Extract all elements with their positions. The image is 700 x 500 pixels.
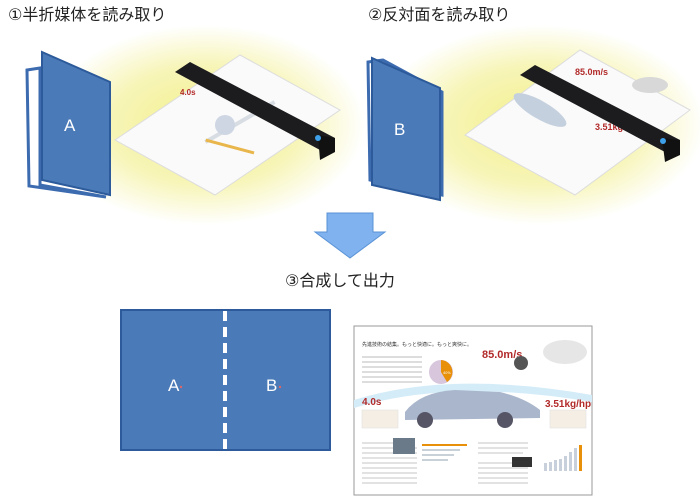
- back-page: [25, 66, 107, 199]
- svg-text:4.0s: 4.0s: [180, 88, 196, 97]
- scanner-body: [175, 62, 335, 150]
- merged-a-label: A: [168, 376, 180, 395]
- step1-title: ①半折媒体を読み取り: [8, 5, 166, 24]
- svg-text:3.51kg/hp: 3.51kg/hp: [595, 122, 637, 132]
- step3-title: ③合成して出力: [285, 271, 395, 290]
- scan-button-icon: [315, 135, 321, 141]
- stat-weight: 3.51kg/hp: [545, 399, 591, 410]
- brochure-headline: 先進技術の結集。もっと快適に。もっと爽快に。: [362, 341, 472, 348]
- merged-output-panel: A B: [120, 309, 331, 451]
- merged-b-label: B: [266, 376, 277, 395]
- svg-text:85.0m/s: 85.0m/s: [575, 67, 608, 77]
- car-photo-small: [543, 340, 587, 364]
- car-wheel-image: [215, 115, 235, 135]
- car-image: [513, 93, 567, 127]
- stat-speed: 85.0m/s: [482, 349, 522, 361]
- scanner-with-document-1: 4.0s: [114, 54, 341, 196]
- down-arrow-icon: [313, 212, 387, 259]
- folded-media-a: A: [25, 50, 111, 199]
- brochure-output: 先進技術の結集。もっと快適に。もっと爽快に。 40% 85.0m/s 4.0s …: [353, 325, 593, 496]
- step2-title: ②反対面を読み取り: [368, 5, 510, 24]
- stat-time: 4.0s: [362, 397, 382, 408]
- scanner-with-document-2: 85.0m/s 3.51kg/hp: [464, 49, 691, 196]
- front-page: [41, 50, 111, 197]
- folded-media-b: B: [366, 56, 444, 202]
- svg-text:40%: 40%: [443, 371, 451, 375]
- side-b-label: B: [394, 120, 405, 139]
- side-a-label: A: [64, 116, 76, 135]
